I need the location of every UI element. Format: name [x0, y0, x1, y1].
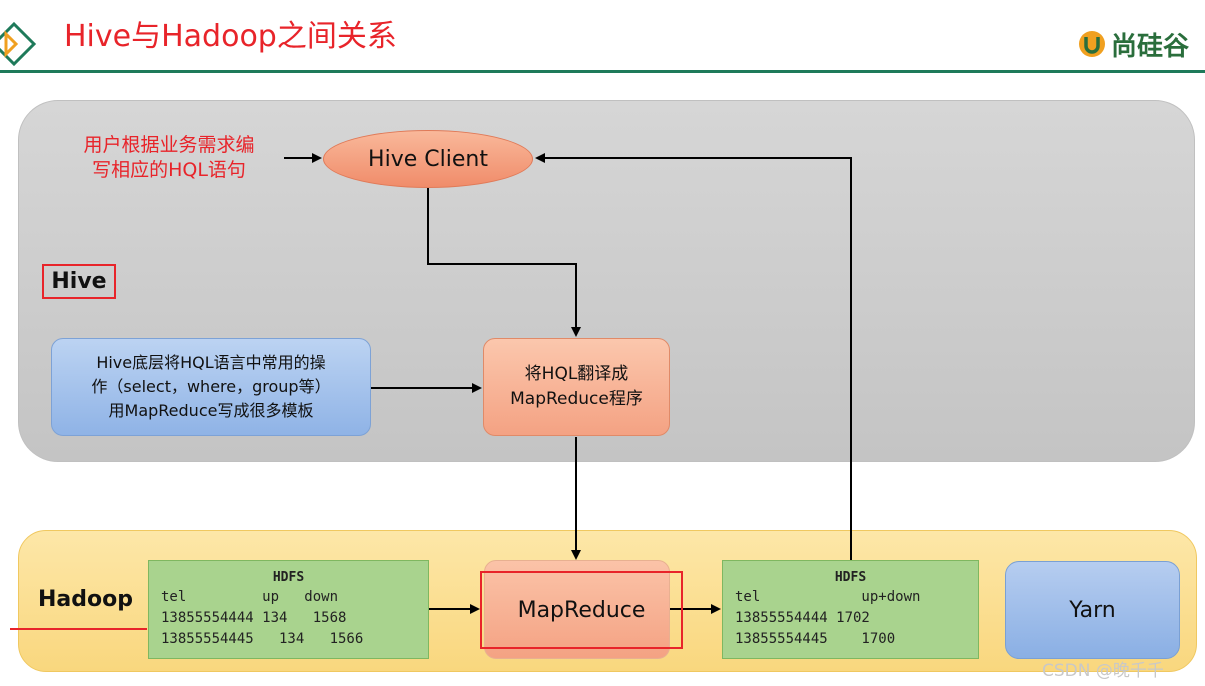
logo-diamond-icon [0, 21, 37, 67]
hdfs-output-row: 13855554445 1700 [735, 631, 896, 647]
template-line: 作（select，where，group等） [91, 377, 331, 396]
hdfs-output-box: HDFS tel up+down 13855554444 1702 138555… [722, 560, 979, 659]
hdfs-output-row: tel up+down [735, 589, 921, 605]
template-box: Hive底层将HQL语言中常用的操 作（select，where，group等）… [51, 338, 371, 436]
hdfs-input-row: 13855554444 134 1568 [161, 610, 347, 626]
template-line: 用MapReduce写成很多模板 [108, 401, 314, 420]
yarn-node: Yarn [1005, 561, 1180, 659]
hive-label: Hive [42, 264, 116, 299]
translate-line: 将HQL翻译成 [524, 364, 629, 384]
user-note-line: 写相应的HQL语句 [92, 159, 246, 181]
translate-line: MapReduce程序 [510, 389, 643, 409]
arrow-client-to-translate [427, 188, 581, 337]
hive-client-node: Hive Client [323, 130, 533, 188]
mapreduce-node: MapReduce [480, 571, 683, 649]
arrow-hdfs-to-client [535, 153, 852, 560]
hadoop-underline [10, 628, 147, 630]
brand-name: 尚硅谷 [1111, 31, 1190, 62]
brand-badge-icon [1079, 31, 1105, 57]
user-note: 用户根据业务需求编 写相应的HQL语句 [56, 133, 282, 183]
hdfs-input-box: HDFS tel up down 13855554444 134 1568 13… [148, 560, 429, 659]
mapreduce-node-bg [484, 560, 670, 659]
page-title: Hive与Hadoop之间关系 [64, 19, 397, 54]
hadoop-label: Hadoop [38, 587, 133, 612]
brand-logo: 尚硅谷 [1077, 26, 1189, 62]
hdfs-output-title: HDFS [834, 570, 867, 585]
hdfs-input-row: 13855554445 134 1566 [161, 631, 364, 647]
hdfs-input-title: HDFS [272, 570, 305, 585]
hdfs-output-row: 13855554444 1702 [735, 610, 870, 626]
template-line: Hive底层将HQL语言中常用的操 [96, 353, 326, 372]
header-divider [0, 70, 1205, 73]
hdfs-input-row: tel up down [161, 589, 339, 605]
user-note-line: 用户根据业务需求编 [83, 134, 255, 156]
watermark: CSDN @晚千千 [1042, 661, 1164, 681]
translate-box: 将HQL翻译成 MapReduce程序 [483, 338, 670, 436]
